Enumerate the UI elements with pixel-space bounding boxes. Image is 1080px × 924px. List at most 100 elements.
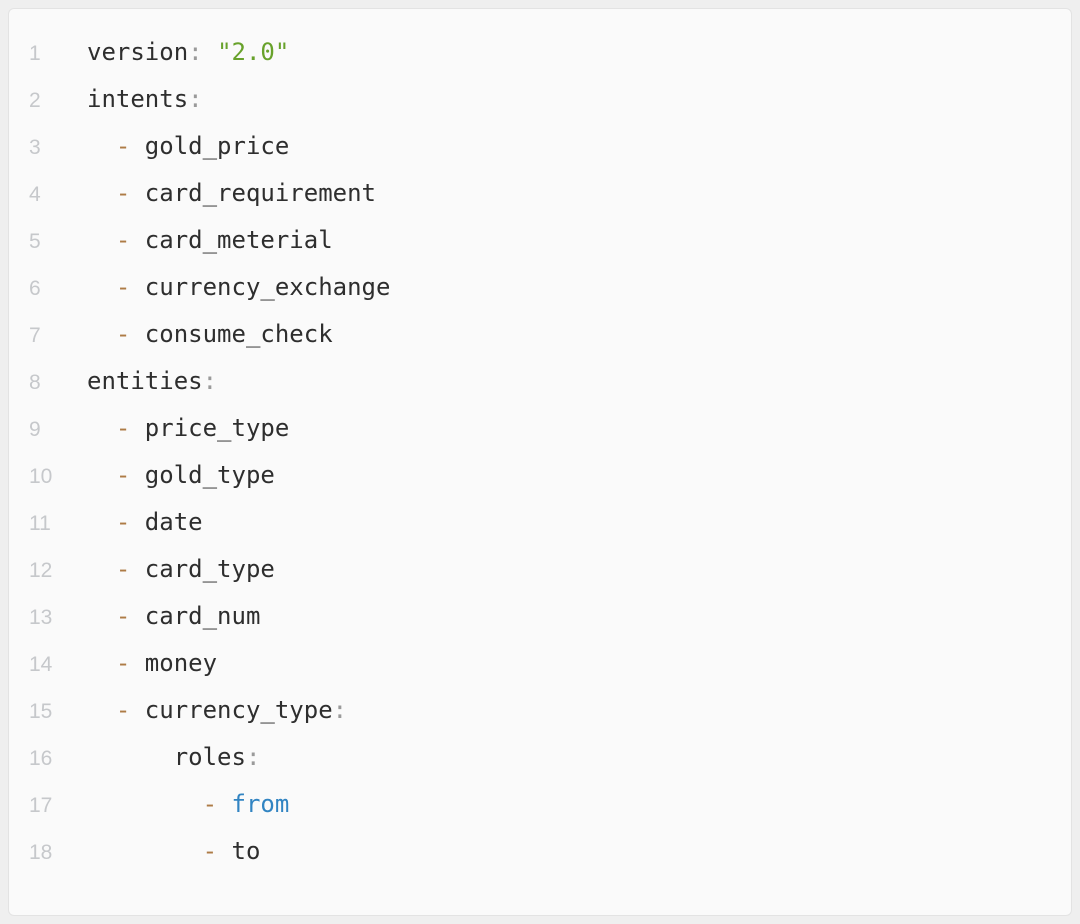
line-number: 11 — [29, 512, 51, 535]
line-content: - card_meterial — [87, 217, 333, 264]
token-plain: intents — [87, 85, 189, 113]
token-plain — [87, 790, 203, 818]
code-line: 16 roles: — [9, 734, 1071, 781]
token-plain — [87, 837, 203, 865]
token-plain: price_type — [130, 414, 290, 442]
token-plain — [87, 508, 116, 536]
token-punctuation: : — [332, 696, 348, 724]
token-operator: - — [115, 649, 131, 677]
code-line: 8 entities: — [9, 358, 1071, 405]
line-content: - consume_check — [87, 311, 333, 358]
line-content: - price_type — [87, 405, 289, 452]
line-content: - date — [87, 499, 203, 546]
token-plain: card_num — [130, 602, 261, 630]
line-number: 3 — [29, 136, 41, 159]
line-number: 12 — [29, 559, 53, 582]
token-plain: card_meterial — [130, 226, 333, 254]
line-number: 6 — [29, 277, 41, 300]
token-operator: - — [115, 461, 131, 489]
token-plain — [87, 179, 116, 207]
code-line: 7 - consume_check — [9, 311, 1071, 358]
token-plain: date — [130, 508, 203, 536]
line-number: 10 — [29, 465, 53, 488]
line-content: - card_requirement — [87, 170, 376, 217]
token-plain — [87, 555, 116, 583]
token-plain — [87, 226, 116, 254]
token-operator: - — [202, 837, 218, 865]
token-plain: roles — [87, 743, 246, 771]
line-number: 9 — [29, 418, 41, 441]
line-content: - gold_type — [87, 452, 275, 499]
code-line: 3 - gold_price — [9, 123, 1071, 170]
token-punctuation: : — [245, 743, 261, 771]
line-number: 18 — [29, 841, 53, 864]
code-line: 13 - card_num — [9, 593, 1071, 640]
line-content: - to — [87, 828, 261, 875]
line-number: 2 — [29, 89, 41, 112]
line-content: - gold_price — [87, 123, 289, 170]
token-operator: - — [202, 790, 218, 818]
token-plain — [87, 273, 116, 301]
token-operator: - — [115, 508, 131, 536]
token-plain — [217, 790, 231, 818]
code-line: 2 intents: — [9, 76, 1071, 123]
token-plain: card_requirement — [130, 179, 376, 207]
line-content: - from — [87, 781, 290, 828]
token-string: "2.0" — [217, 38, 290, 66]
line-content: - currency_type: — [87, 687, 347, 734]
token-plain: entities — [87, 367, 203, 395]
token-operator: - — [115, 555, 131, 583]
line-number: 1 — [29, 42, 41, 65]
token-punctuation: : — [188, 38, 203, 66]
token-operator: - — [115, 179, 131, 207]
line-content: - card_num — [87, 593, 261, 640]
code-line: 17 - from — [9, 781, 1071, 828]
token-keyword: from — [231, 790, 290, 818]
line-content: - currency_exchange — [87, 264, 391, 311]
code-line: 18 - to — [9, 828, 1071, 875]
line-content: intents: — [87, 76, 203, 123]
code-line: 11 - date — [9, 499, 1071, 546]
token-plain — [87, 132, 116, 160]
line-number: 13 — [29, 606, 53, 629]
token-plain — [203, 38, 217, 66]
token-plain: currency_type — [130, 696, 333, 724]
code-line: 9 - price_type — [9, 405, 1071, 452]
code-line: 12 - card_type — [9, 546, 1071, 593]
line-number: 7 — [29, 324, 41, 347]
code-line: 4 - card_requirement — [9, 170, 1071, 217]
token-operator: - — [115, 226, 131, 254]
line-number: 5 — [29, 230, 41, 253]
code-line: 15 - currency_type: — [9, 687, 1071, 734]
token-operator: - — [115, 320, 131, 348]
token-punctuation: : — [202, 367, 218, 395]
token-operator: - — [115, 414, 131, 442]
token-plain — [87, 320, 116, 348]
token-operator: - — [115, 273, 131, 301]
token-operator: - — [115, 132, 131, 160]
token-plain — [87, 696, 116, 724]
code-line: 14 - money — [9, 640, 1071, 687]
line-content: - card_type — [87, 546, 275, 593]
line-content: roles: — [87, 734, 261, 781]
line-content: entities: — [87, 358, 217, 405]
line-content: - money — [87, 640, 217, 687]
token-plain — [87, 649, 116, 677]
line-number: 4 — [29, 183, 41, 206]
token-operator: - — [115, 602, 131, 630]
token-plain — [87, 602, 116, 630]
token-plain: to — [217, 837, 261, 865]
token-operator: - — [115, 696, 131, 724]
line-number: 15 — [29, 700, 53, 723]
token-plain: gold_price — [130, 132, 290, 160]
token-plain: money — [130, 649, 218, 677]
token-plain — [87, 461, 116, 489]
line-number: 8 — [29, 371, 41, 394]
code-line: 10 - gold_type — [9, 452, 1071, 499]
code-line: 5 - card_meterial — [9, 217, 1071, 264]
token-plain: gold_type — [130, 461, 275, 489]
line-number: 14 — [29, 653, 53, 676]
